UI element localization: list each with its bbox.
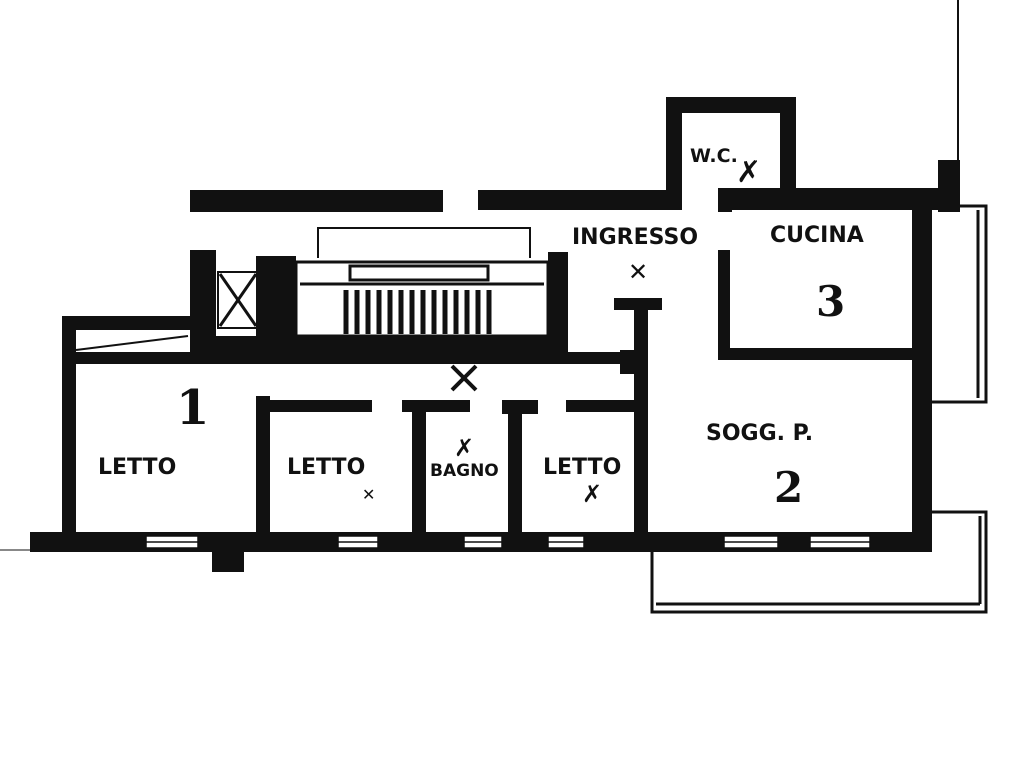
wall-wc-top <box>666 97 796 113</box>
wall-right-upper <box>938 160 960 212</box>
wall-partition-3 <box>508 400 522 540</box>
wall-kitchen-bottom <box>718 348 932 360</box>
wall-kitchen-left <box>718 250 730 358</box>
room-label-letto-1: LETTO <box>98 455 176 480</box>
balcony-right <box>932 204 988 404</box>
room-number-soggiorno: 2 <box>774 463 803 512</box>
cross-mark: ✗ <box>582 480 602 508</box>
wall-wc-right <box>780 97 796 210</box>
room-label-letto-3: LETTO <box>543 455 621 480</box>
balconies <box>0 0 988 614</box>
wall-wc-left <box>666 97 682 210</box>
cross-mark: ✗ <box>736 155 761 190</box>
wall-bottom-stub <box>212 548 244 572</box>
wall-left <box>62 316 76 542</box>
balcony-bottom <box>650 510 988 614</box>
elevator-shaft <box>217 271 259 329</box>
staircase <box>294 260 550 338</box>
wall-top-right <box>718 188 958 210</box>
wall-top-left <box>190 190 443 212</box>
entry-landing <box>317 227 531 258</box>
room-label-ingresso: INGRESSO <box>572 225 698 250</box>
wall-partition-3-top <box>502 400 538 414</box>
wall-kitchen-left-top <box>718 200 732 212</box>
windows <box>145 535 871 549</box>
room-label-wc: W.C. <box>690 145 738 167</box>
wall-partition-1 <box>256 396 270 540</box>
room-labels: W.C. ✗ INGRESSO ✕ CUCINA 3 SOGG. P. 2 1 … <box>98 145 864 512</box>
cross-mark: ✕ <box>362 485 375 504</box>
wall-corridor-right <box>634 300 648 540</box>
room-label-bagno: BAGNO <box>430 461 499 481</box>
door-mark-corridor <box>450 364 478 392</box>
room-label-letto-2: LETTO <box>287 455 365 480</box>
wall-left-top <box>62 316 190 330</box>
room-number-cucina: 3 <box>816 277 845 326</box>
cross-mark: ✗ <box>454 434 474 462</box>
wall-stair-bottom <box>190 336 568 356</box>
door-marks <box>450 364 478 392</box>
room-label-soggiorno: SOGG. P. <box>706 421 813 446</box>
room-label-cucina: CUCINA <box>770 223 864 248</box>
wall-partition-2-top <box>402 400 470 412</box>
wall-right <box>912 200 932 552</box>
wall-partition-2 <box>412 400 426 540</box>
room-number-letto-1: 1 <box>176 380 209 436</box>
wall-corridor-top <box>614 298 662 310</box>
wall-partition-1-top <box>256 400 372 412</box>
wall-corridor-jamb <box>620 350 638 374</box>
cross-mark: ✕ <box>628 258 648 286</box>
diagonal-line <box>75 335 189 351</box>
wall-partition-4-top <box>566 400 636 412</box>
wall-top-middle <box>478 190 678 210</box>
wall-stair-right <box>548 252 568 356</box>
